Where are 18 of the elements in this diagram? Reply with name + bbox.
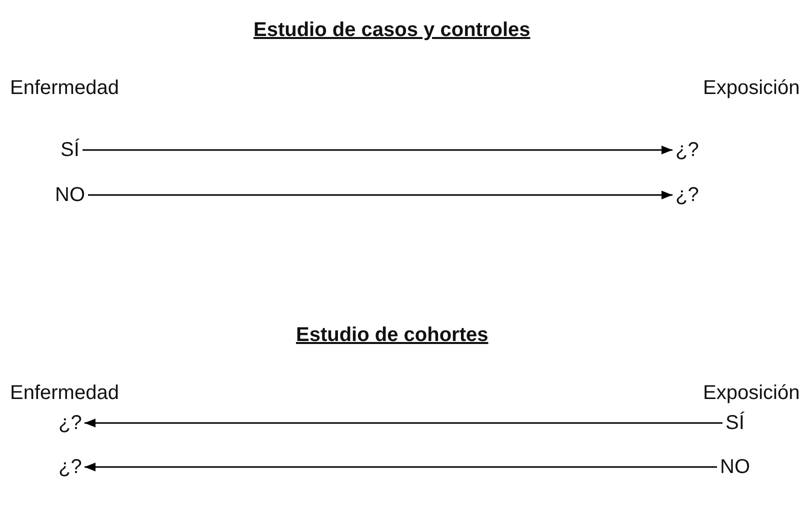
column-heading: Exposición [703, 381, 800, 405]
arrow [84, 418, 722, 428]
column-heading: Enfermedad [10, 381, 119, 405]
column-heading: Enfermedad [10, 76, 119, 100]
row-value: NO [55, 183, 85, 207]
arrow [84, 462, 717, 472]
row-value: ¿? [58, 411, 82, 435]
arrow [88, 190, 672, 200]
arrow [82, 146, 672, 154]
section-heading: Estudio de cohortes [296, 323, 488, 347]
row-value: ¿? [58, 455, 82, 479]
row-value: ¿? [676, 183, 699, 207]
column-heading: Exposición [703, 76, 800, 100]
row-value: SÍ [726, 411, 744, 435]
row-value: SÍ [60, 138, 80, 162]
row-value: ¿? [676, 138, 699, 162]
row-value: NO [720, 455, 750, 479]
section-heading: Estudio de casos y controles [254, 18, 530, 42]
